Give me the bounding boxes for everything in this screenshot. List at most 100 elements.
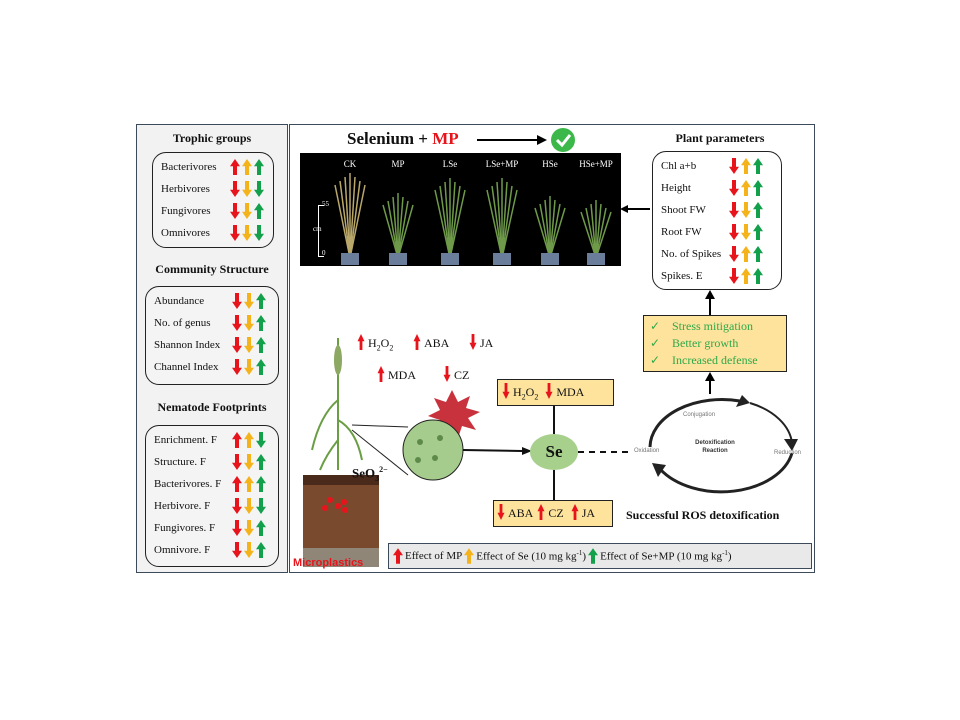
list-item: Herbivore. F (146, 496, 278, 516)
arrow-down-icon (244, 542, 254, 558)
arrow-up-icon (230, 159, 240, 175)
effect-arrows (230, 203, 264, 219)
arrow-up-icon (753, 224, 763, 240)
list-item: Chl a+b (653, 156, 781, 176)
arrow-up-to-outcomes-icon (705, 372, 715, 394)
arrow-up-icon (256, 542, 266, 558)
arrow-down-icon (242, 203, 252, 219)
arrow-up-icon (244, 432, 254, 448)
effect-arrows (232, 498, 266, 514)
item-label: Herbivores (161, 183, 210, 195)
arrow-down-icon (230, 181, 240, 197)
plant-parameters-title: Plant parameters (675, 131, 765, 145)
scale-bottom: 0 (322, 249, 326, 257)
treatment-label: CK (343, 159, 357, 169)
mp-label: MP (432, 129, 459, 148)
arrow-down-icon (230, 203, 240, 219)
wheat-plant (534, 196, 566, 265)
arrow-down-icon (244, 315, 254, 331)
item-label: Shannon Index (154, 339, 221, 351)
community-structure-title: Community Structure (155, 262, 269, 276)
se-circle: Se (530, 434, 578, 470)
legend-arrow-icon (588, 548, 599, 564)
arrow-down-icon (468, 334, 478, 350)
wheat-plant (580, 200, 612, 265)
check-circle-icon (551, 128, 575, 152)
list-item: Omnivores (153, 223, 273, 243)
arrow-up-icon (256, 293, 266, 309)
header-title: Selenium + MP (347, 129, 459, 149)
legend-mp: Effect of MP (405, 550, 463, 562)
list-item: Omnivore. F (146, 540, 278, 560)
se-dashed-link (578, 451, 628, 453)
item-label: Omnivores (161, 227, 210, 239)
effect-arrows (729, 180, 763, 196)
arrow-down-icon (244, 337, 254, 353)
arrow-up-icon (232, 432, 242, 448)
arrow-down-icon (501, 383, 511, 399)
arrow-down-icon (729, 224, 739, 240)
wheat-plant (486, 178, 518, 265)
list-item: Abundance (146, 291, 278, 311)
item-label: Fungivores. F (154, 522, 216, 534)
effect-arrows (729, 246, 763, 262)
arrow-down-icon (729, 158, 739, 174)
wheat-plant (334, 173, 366, 265)
item-label: Height (661, 182, 691, 194)
outcome-item: ✓Stress mitigation (650, 319, 753, 333)
effect-arrows (232, 315, 266, 331)
arrow-down-icon (496, 504, 506, 520)
arrow-down-icon (244, 498, 254, 514)
arrow-down-icon (741, 202, 751, 218)
arrow-up-icon (242, 159, 252, 175)
arrow-up-icon (244, 476, 254, 492)
arrow-down-icon (442, 366, 452, 382)
marker-mda-up: MDA (376, 366, 416, 383)
arrow-up-icon (741, 158, 751, 174)
item-label: Herbivore. F (154, 500, 211, 512)
wheat-plant (434, 178, 466, 265)
arrow-down-icon (256, 432, 266, 448)
effect-arrows (729, 224, 763, 240)
effect-arrows (232, 337, 266, 353)
list-item: Bacterivores (153, 157, 273, 177)
arrow-up-icon (753, 202, 763, 218)
arrow-down-icon (244, 293, 254, 309)
list-item: Enrichment. F (146, 430, 278, 450)
arrow-down-icon (741, 224, 751, 240)
item-label: Enrichment. F (154, 434, 217, 446)
arrow-down-icon (232, 498, 242, 514)
list-item: Spikes. E (653, 266, 781, 286)
effect-arrows (232, 293, 266, 309)
list-item: Height (653, 178, 781, 198)
se-connector-bottom (553, 470, 555, 500)
scale-top: 55 (322, 200, 329, 208)
effect-arrows (232, 476, 266, 492)
list-item: Fungivores. F (146, 518, 278, 538)
arrow-up-icon (254, 159, 264, 175)
se-top-box: H2O2 MDA (497, 379, 614, 406)
se-connector-top (553, 406, 555, 434)
detox-cycle-diagram (648, 395, 798, 494)
outcome-item: ✓Better growth (650, 336, 739, 350)
item-label: Chl a+b (661, 160, 697, 172)
plant-illustration (303, 338, 532, 567)
wheat-plants-image (334, 173, 612, 265)
header-arrow-icon (477, 128, 575, 152)
item-label: No. of Spikes (661, 248, 722, 260)
arrow-down-icon (254, 181, 264, 197)
treatment-label: HSe (542, 159, 558, 169)
arrow-up-icon (376, 366, 386, 382)
treatment-label: MP (391, 159, 405, 169)
item-label: Bacterivores (161, 161, 217, 173)
arrow-down-icon (244, 520, 254, 536)
list-item: Fungivores (153, 201, 273, 221)
ros-label: ROS (434, 389, 450, 396)
list-item: No. of Spikes (653, 244, 781, 264)
arrow-up-icon (753, 246, 763, 262)
arrow-up-icon (256, 454, 266, 470)
effect-arrows (232, 359, 266, 375)
item-label: No. of genus (154, 317, 211, 329)
